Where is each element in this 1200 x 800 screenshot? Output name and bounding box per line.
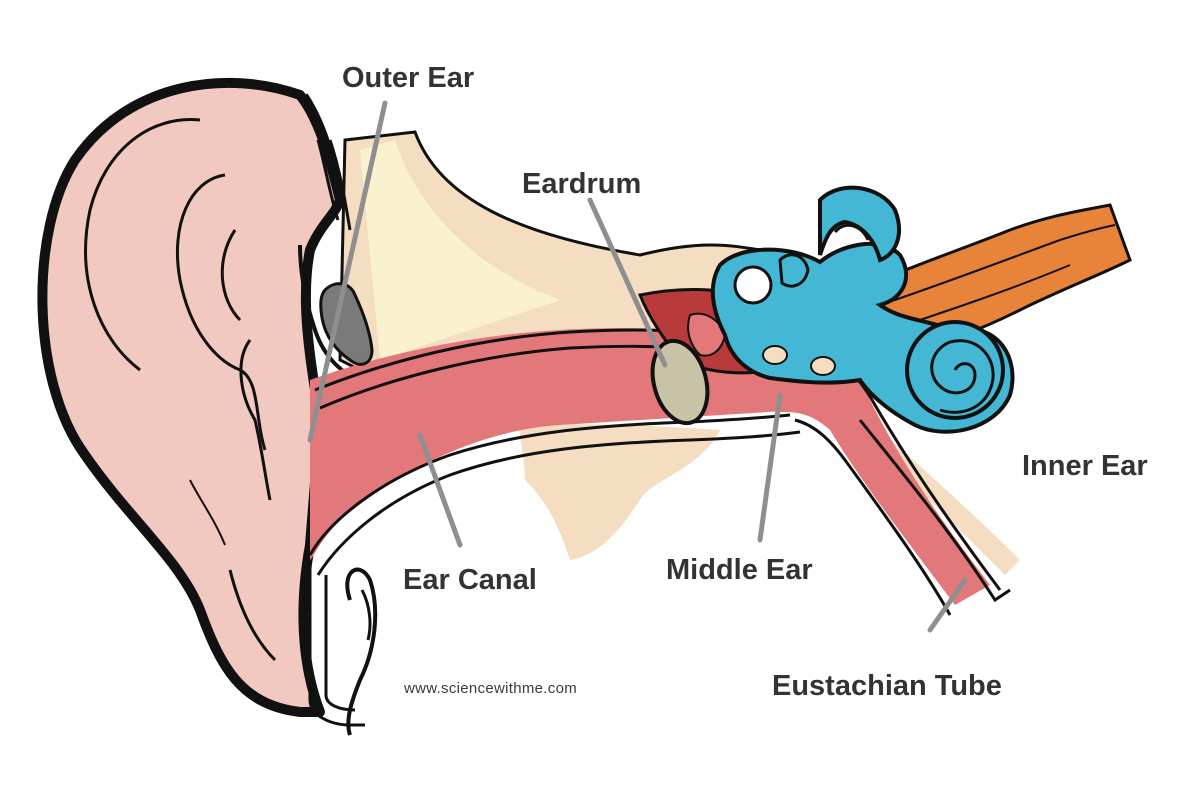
label-inner-ear: Inner Ear [1022, 450, 1148, 482]
label-outer-ear: Outer Ear [342, 62, 475, 94]
leader-eardrum [587, 197, 668, 368]
label-ear-canal: Ear Canal [403, 564, 537, 596]
outer-ear-pinna [37, 77, 345, 717]
leader-lines [307, 100, 968, 633]
leader-outer-ear [307, 100, 388, 443]
label-eardrum: Eardrum [522, 168, 642, 200]
ear-canal-passage [308, 328, 801, 727]
leader-eustachian-tube [927, 577, 968, 633]
source-credit: www.sciencewithme.com [404, 680, 578, 697]
inner-ear-structure [710, 185, 1015, 434]
leader-middle-ear [757, 392, 783, 543]
leader-ear-canal [417, 432, 463, 548]
label-eustachian-tube: Eustachian Tube [772, 670, 1002, 702]
label-middle-ear: Middle Ear [666, 554, 813, 586]
tragus [298, 139, 378, 736]
eardrum-membrane [650, 338, 710, 426]
